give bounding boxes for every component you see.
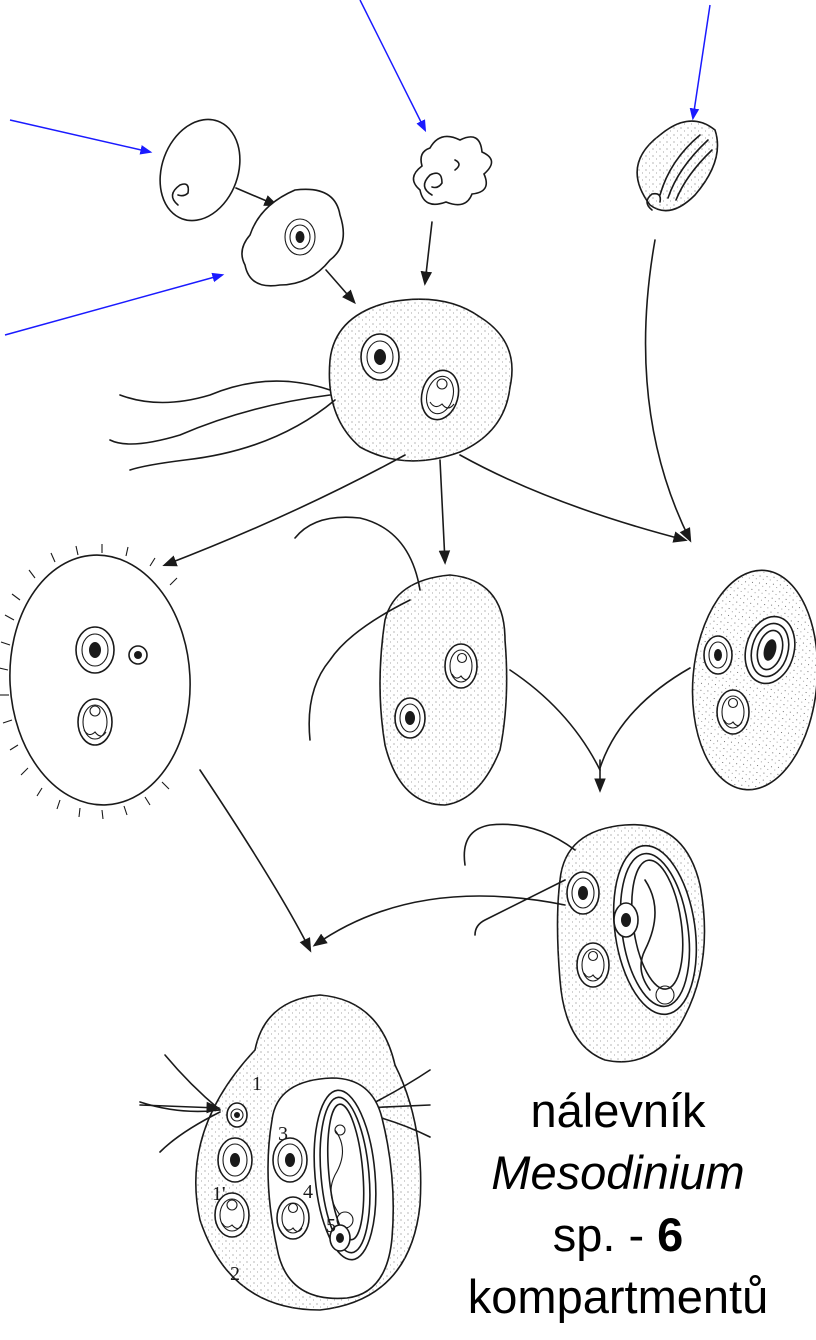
pointer-arrow-2 [360, 0, 425, 130]
blue-pointer-arrows [5, 0, 710, 335]
compartment-number-2: 2 [230, 1263, 240, 1285]
arrow-host-left [165, 455, 405, 565]
caption-line-3: sp. - 6 [420, 1204, 816, 1266]
arrow-host-middle [440, 460, 445, 562]
caption: nálevník Mesodinium sp. - 6 kompartmentů [420, 1080, 816, 1328]
cell-cryptophyte-engulfed-right [684, 565, 816, 795]
arrow-left-to-final [200, 770, 310, 950]
merge-curve-right [600, 668, 690, 768]
merge-curve-left [510, 670, 600, 770]
pointer-arrow-4 [5, 275, 222, 335]
caption-dash: - [628, 1208, 644, 1261]
cell-cryptophyte-a [147, 108, 254, 232]
arrow-top-2 [326, 270, 354, 302]
compartment-number-5: 5 [326, 1215, 336, 1237]
caption-species: sp. [553, 1208, 616, 1261]
cell-lobed-cryptophyte [413, 136, 491, 204]
caption-line-4: kompartmentů [420, 1266, 816, 1328]
cell-central-host [110, 299, 512, 470]
pointer-arrow-3 [693, 5, 710, 118]
arrow-host-right [460, 455, 685, 540]
compartment-number-1: 1 [252, 1073, 262, 1095]
arrow-top-1 [236, 188, 276, 205]
arrow-right-long [646, 240, 690, 540]
cell-ciliated-left [0, 544, 196, 819]
arrow-top-3 [425, 222, 432, 283]
cell-lower-right [464, 824, 706, 1062]
pointer-arrow-1 [10, 120, 150, 152]
cell-mesodinium-final [140, 995, 430, 1310]
compartment-number-4: 4 [303, 1181, 313, 1203]
compartment-number-3: 3 [278, 1123, 288, 1145]
cell-flagellate-middle [295, 517, 507, 805]
arrow-right-to-final [315, 896, 565, 945]
caption-genus: Mesodinium [420, 1142, 816, 1204]
compartment-number-1prime: 1' [212, 1183, 226, 1205]
caption-line-1: nálevník [420, 1080, 816, 1142]
cell-striped-cryptophyte [637, 121, 717, 211]
caption-compartment-count: 6 [657, 1208, 683, 1261]
